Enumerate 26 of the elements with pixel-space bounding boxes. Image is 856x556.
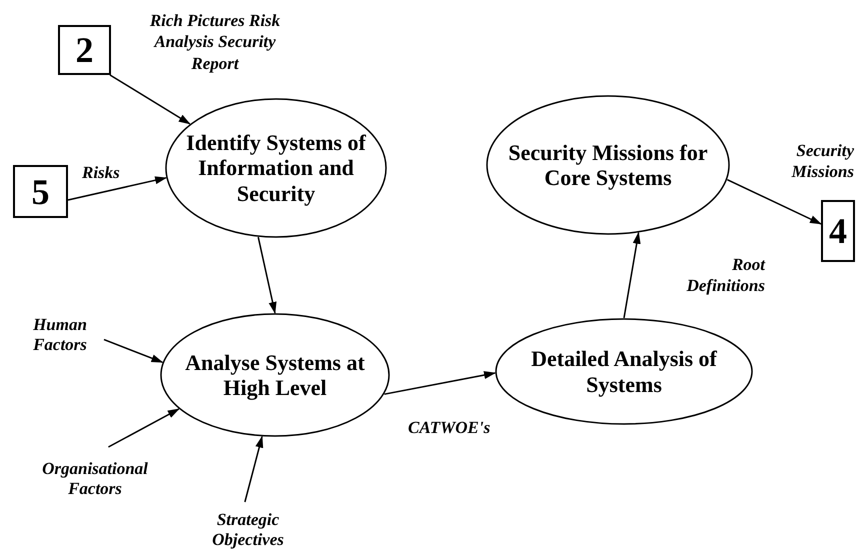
box-number: 5 — [32, 174, 50, 210]
numbered-box — [821, 200, 855, 262]
process-ellipse — [165, 98, 387, 238]
box-number: 2 — [76, 32, 94, 68]
input-label: Strategic Objectives — [211, 510, 285, 550]
arrow — [384, 371, 496, 395]
process-label: Analyse Systems at High Level — [184, 350, 366, 400]
arrow — [110, 74, 191, 125]
arrow — [104, 338, 164, 363]
numbered-box — [13, 165, 68, 218]
input-label: Human Factors — [32, 314, 88, 356]
process-label: Identify Systems of Information and Security — [186, 130, 366, 206]
process-ellipse — [495, 318, 753, 425]
input-label: Organisational Factors — [41, 458, 149, 500]
process-ellipse — [486, 95, 730, 235]
arrow — [258, 236, 277, 314]
arrow — [623, 232, 641, 318]
arrow — [108, 408, 180, 448]
process-label: Detailed Analysis of Systems — [530, 346, 718, 397]
numbered-box — [58, 25, 111, 75]
process-label: Security Missions for Core Systems — [508, 140, 708, 190]
arrow — [726, 178, 822, 225]
box-number: 4 — [829, 213, 847, 249]
process-ellipse — [160, 313, 390, 437]
arrow — [244, 436, 264, 502]
arrow — [68, 176, 168, 201]
